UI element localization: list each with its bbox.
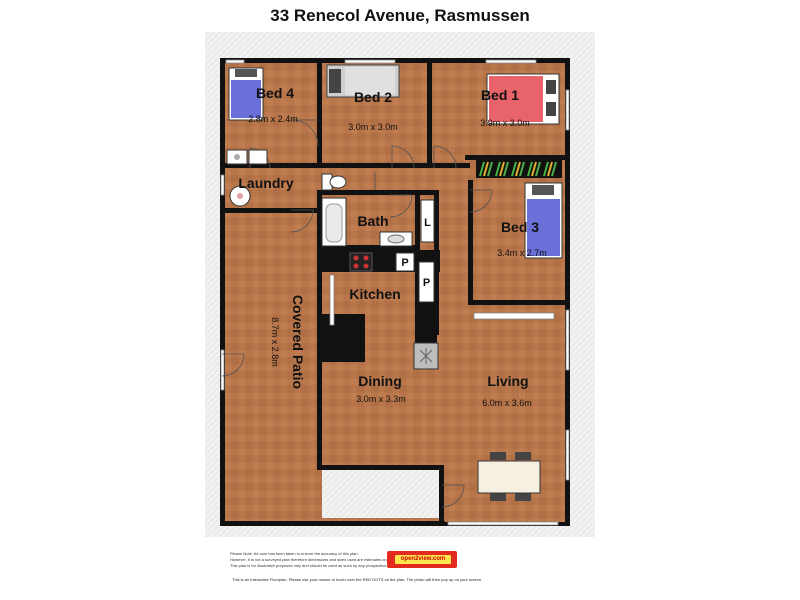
wardrobe xyxy=(476,158,562,178)
bed-1 xyxy=(486,73,560,125)
disclaimer-line-2: However, it is not a surveyed plan there… xyxy=(230,557,391,562)
cooktop xyxy=(349,252,373,272)
room-labels: Bed 4 2.8m x 2.4m Bed 2 3.0m x 3.0m Bed … xyxy=(238,85,546,408)
dining-dims: 3.0m x 3.3m xyxy=(356,394,406,404)
pantry-1: P xyxy=(395,252,415,272)
laundry-label: Laundry xyxy=(238,175,293,191)
logo-text: open2view.com xyxy=(395,555,451,564)
disclaimer-line-3: This plan is for illustrative purposes o… xyxy=(230,563,399,568)
footer-note: This is an Interactive Floorplan. Please… xyxy=(232,577,483,582)
patio-dims: 8.7m x 2.8m xyxy=(270,317,280,367)
bed4-dims: 2.8m x 2.4m xyxy=(248,114,298,124)
svg-text:P: P xyxy=(401,257,408,269)
living-label: Living xyxy=(487,373,528,389)
bed1-label: Bed 1 xyxy=(481,87,519,103)
plan-title: 33 Renecol Avenue, Rasmussen xyxy=(270,6,530,25)
pantry-2: P xyxy=(418,261,435,303)
disclaimer-line-1: Please Note: All care has been taken to … xyxy=(230,551,359,556)
bed1-dims: 3.9m x 3.0m xyxy=(480,118,530,128)
kitchen-label: Kitchen xyxy=(349,286,400,302)
bed-4 xyxy=(228,67,264,121)
bed2-dims: 3.0m x 3.0m xyxy=(348,122,398,132)
bed3-dims: 3.4m x 2.7m xyxy=(497,248,547,258)
dining-table xyxy=(477,452,541,501)
vanity xyxy=(379,231,413,247)
bath-label: Bath xyxy=(357,213,388,229)
outside-area xyxy=(322,468,440,526)
svg-text:L: L xyxy=(424,217,431,229)
floor xyxy=(222,61,567,523)
washing-machine xyxy=(229,185,251,207)
windows xyxy=(220,59,570,526)
bed2-label: Bed 2 xyxy=(354,89,392,105)
bed4-label: Bed 4 xyxy=(256,85,294,101)
fridge xyxy=(413,342,439,370)
open2view-logo[interactable]: open2view.com xyxy=(387,551,457,568)
bed-3 xyxy=(524,182,563,259)
bed3-label: Bed 3 xyxy=(501,219,539,235)
linen-cupboard: L xyxy=(420,199,435,243)
svg-text:P: P xyxy=(423,277,430,289)
patio-label: Covered Patio xyxy=(290,295,306,389)
laundry-tub xyxy=(226,149,268,165)
dining-label: Dining xyxy=(358,373,402,389)
bathtub xyxy=(321,197,347,247)
bed-2 xyxy=(326,64,400,98)
living-dims: 6.0m x 3.6m xyxy=(482,398,532,408)
toilet xyxy=(321,173,347,191)
